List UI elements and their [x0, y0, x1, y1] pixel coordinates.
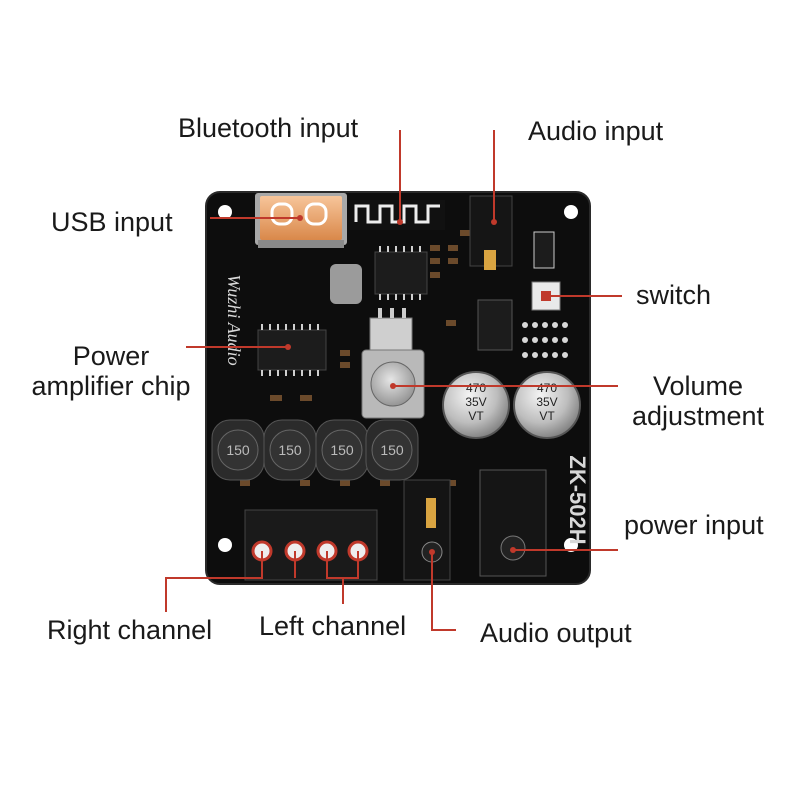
label-right-channel: Right channel — [47, 615, 213, 645]
voltage-regulator — [477, 299, 513, 351]
label-power-amplifier-line2: amplifier chip — [31, 371, 191, 401]
capacitor-marking: 35V — [536, 395, 557, 409]
pin-header — [522, 322, 568, 358]
mounting-hole — [218, 205, 232, 219]
inductor: 150 — [315, 419, 369, 481]
inductor-marking: 150 — [380, 442, 404, 458]
mounting-hole — [564, 205, 578, 219]
audio-input-jack — [469, 195, 513, 270]
label-volume-adjustment: Volume adjustment — [622, 371, 774, 431]
capacitor-marking: 35V — [465, 395, 486, 409]
audio-output-jack — [403, 479, 451, 581]
power-amplifier-chip — [257, 324, 327, 376]
inductor-marking: 150 — [226, 442, 250, 458]
dc-power-jack — [479, 469, 547, 577]
capacitor-marking: VT — [468, 409, 484, 423]
smd-components — [240, 230, 470, 486]
inductors: 150 150 150 150 — [211, 419, 419, 481]
pointer-lines — [165, 130, 622, 631]
capacitor-right: 470 35V VT — [513, 371, 581, 439]
board-brand-text: Wuzhi Audio — [224, 274, 244, 365]
label-usb-input: USB input — [51, 207, 173, 237]
crystal-oscillator — [330, 264, 362, 304]
bluetooth-antenna — [350, 200, 445, 230]
bluetooth-chip — [374, 246, 428, 300]
capacitor-marking: VT — [539, 409, 555, 423]
label-bluetooth-input: Bluetooth input — [178, 113, 359, 143]
board-model-text: ZK-502H — [565, 455, 590, 544]
pointer-right-channel — [165, 551, 263, 612]
inductor: 150 — [211, 419, 265, 481]
capacitor-marking: 470 — [537, 381, 557, 395]
label-audio-output: Audio output — [480, 618, 632, 648]
label-power-input: power input — [624, 510, 764, 540]
label-power-amplifier-chip: Power amplifier chip — [22, 341, 200, 401]
inductor-marking: 150 — [330, 442, 354, 458]
pointer-audio-output — [431, 552, 456, 631]
diode — [533, 231, 555, 269]
label-volume-line2: adjustment — [631, 401, 765, 431]
pointer-dots — [285, 215, 549, 555]
mounting-hole — [218, 538, 232, 552]
label-volume-line1: Volume — [652, 371, 744, 401]
label-switch: switch — [636, 280, 712, 310]
inductor: 150 — [365, 419, 419, 481]
mounting-hole — [564, 538, 578, 552]
capacitor-marking: 470 — [466, 381, 486, 395]
inductor-marking: 150 — [278, 442, 302, 458]
speaker-terminal-block — [244, 509, 378, 581]
label-power-amplifier-line1: Power — [72, 341, 150, 371]
label-left-channel: Left channel — [259, 611, 407, 641]
capacitor-left: 470 35V VT — [442, 371, 510, 439]
label-audio-input: Audio input — [528, 116, 664, 146]
inductor: 150 — [263, 419, 317, 481]
